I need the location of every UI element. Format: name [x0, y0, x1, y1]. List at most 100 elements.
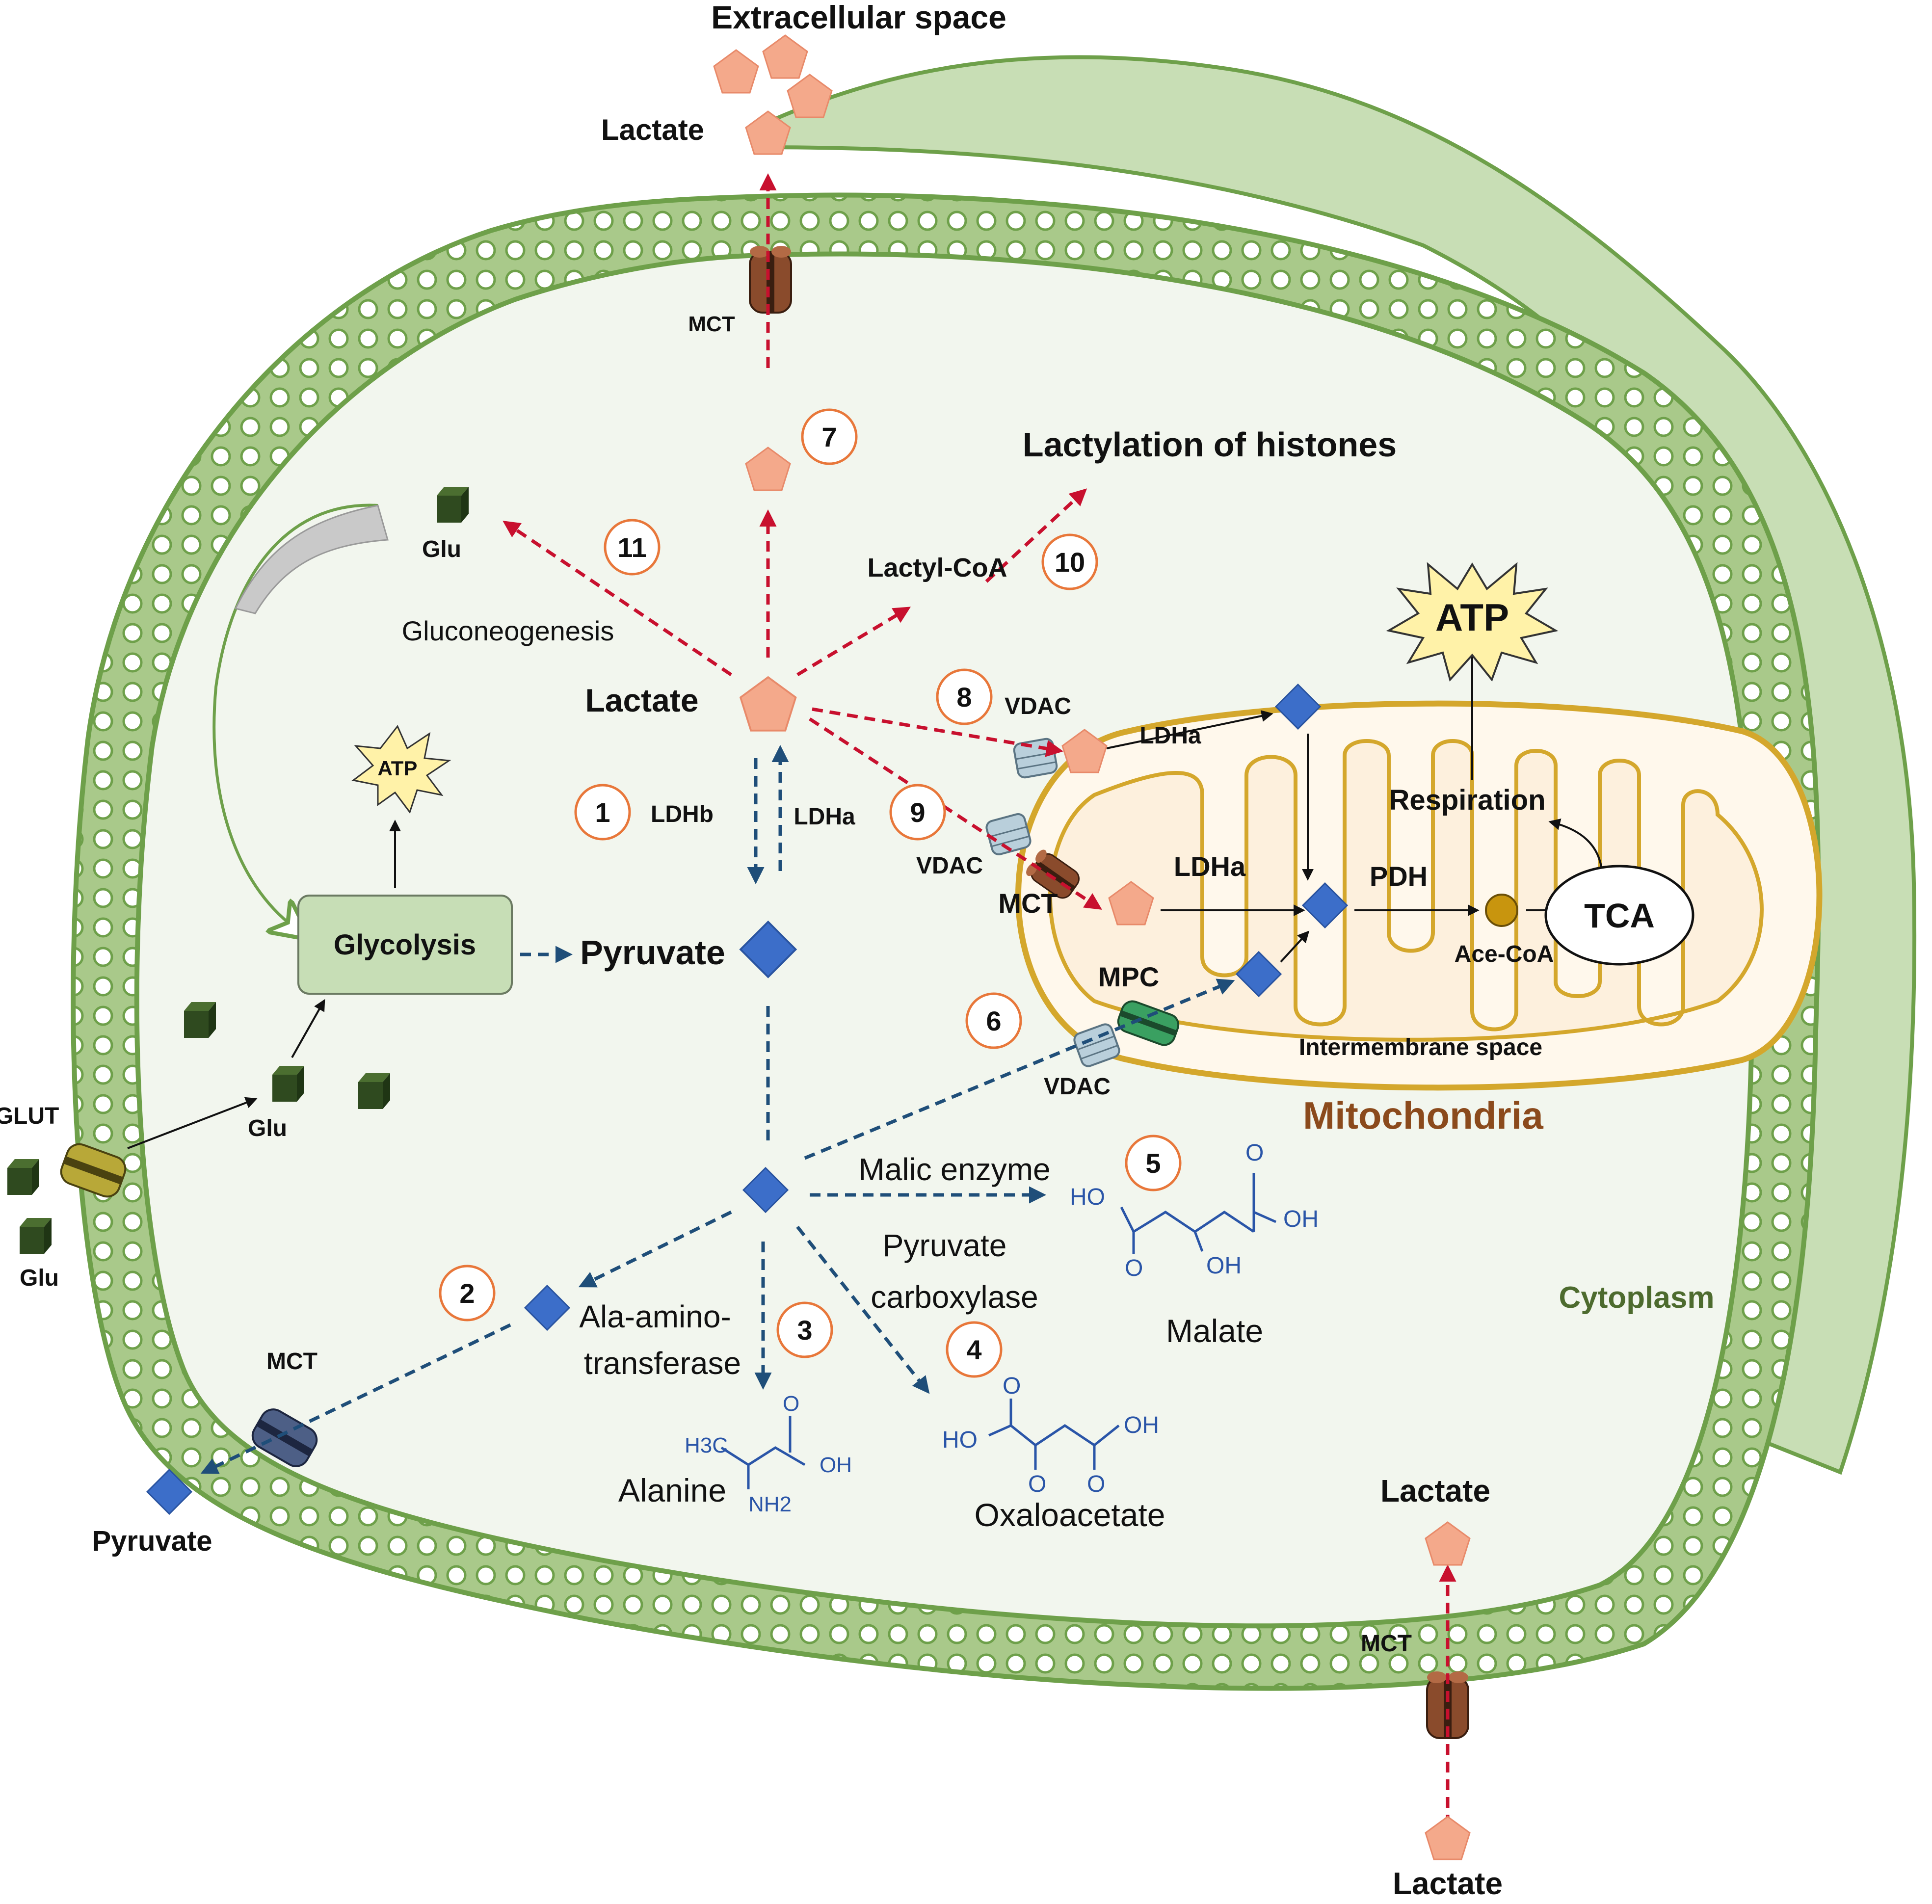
arrow-step10-lactyl	[796, 607, 911, 677]
label-mct-bottom: MCT	[1361, 1631, 1412, 1657]
label-ala-amino: Ala-amino-	[579, 1299, 731, 1334]
label-ldha-center: LDHa	[794, 804, 855, 830]
label-lactyl-coa: Lactyl-CoA	[867, 553, 1007, 582]
glycolysis-box	[297, 895, 513, 995]
step-7-circle	[801, 408, 858, 465]
ace-coa-circle	[1485, 894, 1518, 927]
label-gluconeogenesis: Gluconeogenesis	[402, 615, 614, 646]
arrow-step9	[809, 717, 1102, 910]
arrow-glu-to-glycolysis	[291, 999, 325, 1058]
cytoplasm-area	[134, 251, 1755, 1629]
alanine-o: O	[783, 1392, 799, 1416]
oxaloacetate-structure: HO O O O OH	[942, 1373, 1159, 1497]
oxaloacetate-o-3: O	[1087, 1471, 1105, 1497]
step-2-circle	[439, 1265, 496, 1322]
glucose-cube-outside-2	[20, 1218, 52, 1254]
step-9-circle	[889, 784, 946, 841]
label-vdac-6: VDAC	[1044, 1074, 1111, 1100]
cell	[71, 55, 1917, 1691]
lactate-bottom-out-pentagon	[1425, 1816, 1471, 1860]
label-ldhb: LDHb	[651, 801, 714, 827]
arrow-mpc-to-pyruvate	[1280, 930, 1310, 963]
label-mct-left: MCT	[266, 1349, 318, 1375]
label-lactate-membrane: Lactate	[601, 113, 704, 146]
step-6-circle	[965, 992, 1022, 1049]
alanine-nh2: NH2	[748, 1492, 792, 1516]
label-glu-top: Glu	[422, 536, 461, 562]
label-ldha-mito: LDHa	[1174, 851, 1246, 882]
malate-bond-4	[1253, 1211, 1277, 1223]
arrow-tca-to-respiration	[1548, 819, 1603, 874]
arrow-lactyl-to-histones	[985, 488, 1087, 583]
glucose-cube-3	[358, 1073, 390, 1109]
lactate-extracellular-1	[713, 49, 759, 94]
oxaloacetate-oh: OH	[1124, 1412, 1159, 1438]
label-vdac-8: VDAC	[1005, 693, 1071, 719]
step-9-number: 9	[910, 797, 925, 828]
label-lactate-center: Lactate	[585, 682, 698, 718]
step-7-number: 7	[821, 422, 837, 452]
label-mpc: MPC	[1098, 961, 1159, 992]
step-3-circle	[776, 1301, 833, 1358]
step-5-circle	[1125, 1135, 1182, 1191]
label-glut: GLUT	[0, 1103, 59, 1129]
glucose-cube-2	[272, 1066, 304, 1102]
alanine-h3c: H3C	[685, 1433, 728, 1457]
label-ldha-top: LDHa	[1139, 723, 1201, 749]
label-mitochondria: Mitochondria	[1303, 1094, 1543, 1137]
glut-transporter	[60, 1143, 127, 1198]
label-pyruvate-out: Pyruvate	[92, 1525, 212, 1557]
arrow-ldha-top	[1106, 710, 1273, 749]
label-pyruvate-carboxylase-1: Pyruvate	[883, 1228, 1007, 1263]
gluconeogenesis-band	[234, 504, 389, 614]
step-2-number: 2	[459, 1278, 475, 1309]
arrow-step6-mpc	[804, 978, 1235, 1160]
oxaloacetate-o-1: O	[1003, 1373, 1021, 1399]
oxaloacetate-o-2: O	[1028, 1471, 1046, 1497]
atp-small-burst	[351, 725, 451, 814]
label-atp-big: ATP	[1435, 596, 1509, 639]
arrow-step11-gluconeogenesis	[503, 521, 732, 676]
cell-outer-fold	[754, 55, 1917, 1475]
label-lactylation: Lactylation of histones	[1023, 425, 1397, 464]
step-8-number: 8	[956, 682, 972, 713]
gluconeogenesis-cycle-arrow	[212, 503, 378, 927]
arrow-step2-transferase	[578, 1210, 732, 1288]
lactate-extracellular-3	[787, 74, 833, 118]
malate-o-top: O	[1245, 1140, 1264, 1166]
lactate-fluxes	[503, 173, 1456, 1825]
malate-oh-mid: OH	[1206, 1253, 1242, 1279]
label-ace-coa: Ace-CoA	[1455, 941, 1554, 967]
step-1-number: 1	[595, 797, 610, 828]
alanine-oh: OH	[820, 1453, 852, 1477]
malate-skeleton	[1120, 1206, 1255, 1234]
malate-structure: HO O OH O OH	[1070, 1140, 1319, 1281]
step-11-circle	[604, 519, 661, 576]
glucose-cube-outside-1	[7, 1159, 39, 1195]
glucose-cube-top	[437, 487, 469, 523]
atp-big-burst	[1386, 562, 1559, 682]
alanine-skeleton	[720, 1446, 806, 1466]
label-glu-bottom: Glu	[20, 1265, 59, 1291]
mct-left-transporter	[251, 1408, 318, 1467]
step-4-circle	[946, 1321, 1003, 1378]
label-malate: Malate	[1166, 1313, 1263, 1349]
labels: Extracellular space Lactate MCT Lactylat…	[0, 0, 1714, 1901]
malate-bond-2	[1193, 1231, 1204, 1252]
glucose-cube-1	[184, 1002, 216, 1038]
label-cytoplasm: Cytoplasm	[1559, 1281, 1715, 1315]
step-11-number: 11	[617, 532, 646, 563]
step-8-circle	[936, 668, 993, 725]
step-10-number: 10	[1055, 547, 1085, 578]
malate-ho: HO	[1070, 1184, 1105, 1210]
step-10-circle	[1041, 533, 1098, 590]
alanine-structure: H3C O OH NH2	[685, 1392, 852, 1516]
tca-cycle-ellipse	[1544, 865, 1694, 966]
step-3-number: 3	[797, 1315, 812, 1346]
step-5-number: 5	[1145, 1148, 1161, 1179]
label-extracellular-space: Extracellular space	[711, 0, 1006, 35]
mct-top-transporter	[749, 245, 792, 314]
step-numbers: 1 2 3 4 5 6 7 8 9 10 11	[459, 422, 1161, 1365]
label-mct-mito: MCT	[998, 888, 1058, 919]
